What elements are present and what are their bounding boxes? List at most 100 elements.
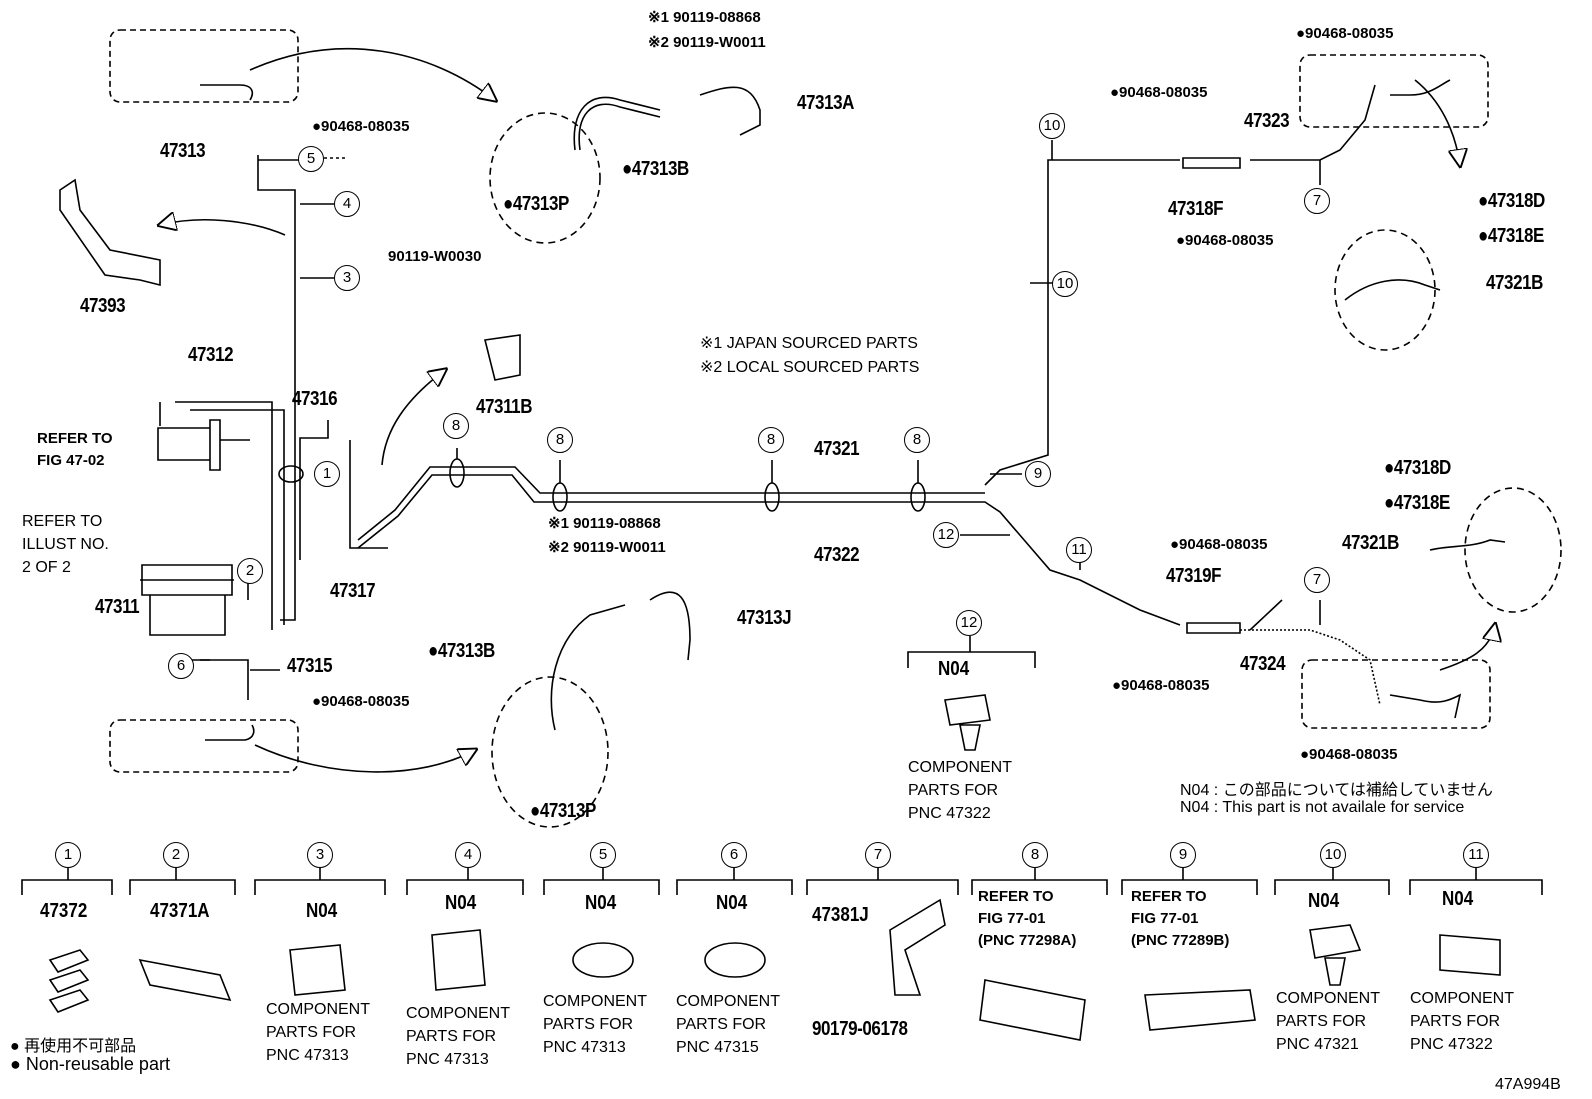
part-47313P-top: ●47313P	[503, 193, 569, 215]
detail-box-top-left	[109, 29, 299, 103]
mid-item12-line1: COMPONENT	[908, 759, 1012, 776]
brake-line-up	[984, 159, 1180, 486]
refer-illust-line1: REFER TO	[22, 513, 103, 530]
brake-line-47322	[357, 474, 1181, 626]
sketch-5	[572, 942, 634, 978]
callout-3: 3	[334, 265, 360, 291]
sketch-8	[979, 979, 1086, 1041]
detail-box-bottom-left	[109, 719, 299, 773]
bottom-10-l2: PARTS FOR	[1276, 1013, 1367, 1030]
arrow-curve-1	[249, 47, 495, 100]
callout-8-b: 8	[547, 427, 573, 453]
hose-bottom	[550, 591, 691, 731]
arrow-curve-5	[1414, 79, 1460, 165]
hose-right-top	[1344, 279, 1441, 301]
callout-7-top: 7	[1304, 188, 1330, 214]
refer-illust-line2: ILLUST NO.	[22, 536, 109, 553]
note-local-sourced: ※2 LOCAL SOURCED PARTS	[700, 359, 920, 376]
note-japan-sourced: ※1 JAPAN SOURCED PARTS	[700, 335, 918, 352]
bottom-bracket-11	[1409, 879, 1543, 895]
callout-12: 12	[933, 522, 959, 548]
sketch-2	[138, 958, 232, 1002]
callout-5: 5	[298, 146, 324, 172]
bottom-code-6: N04	[716, 892, 748, 914]
bottom-code-4: N04	[445, 892, 477, 914]
bottom-bracket-7	[806, 879, 959, 895]
hose-box-bottom-right	[1389, 693, 1462, 719]
bottom-num-10: 10	[1320, 842, 1346, 868]
sketch-6	[704, 942, 766, 978]
reservoir-47311-sketch	[140, 564, 234, 636]
bottom-5-l1: COMPONENT	[543, 993, 647, 1010]
mid-item12-line2: PARTS FOR	[908, 782, 999, 799]
part-90468-b: ●90468-08035	[312, 693, 410, 710]
bottom-6-l1: COMPONENT	[676, 993, 780, 1010]
brake-line-47323	[1250, 84, 1376, 161]
bottom-bracket-5	[543, 879, 660, 895]
figure-code: 47A994B	[1495, 1076, 1561, 1093]
bottom-9-l2: FIG 77-01	[1131, 910, 1199, 927]
part-47313B-bottom: ●47313B	[428, 640, 495, 662]
bottom-num-7: 7	[865, 842, 891, 868]
mid-bracket-12	[907, 651, 1036, 668]
refer-fig-line2: FIG 47-02	[37, 452, 105, 469]
part-47317: 47317	[330, 580, 376, 602]
brake-line-47321	[357, 466, 985, 541]
part-47323: 47323	[1244, 110, 1290, 132]
bottom-8-l1: REFER TO	[978, 888, 1054, 905]
bottom-num-1: 1	[55, 842, 81, 868]
note-mid-joint-1: ※1 90119-08868	[548, 515, 661, 532]
arrow-curve-2	[160, 220, 286, 236]
clip-47311B-sketch	[484, 334, 521, 381]
brake-line-47324	[1240, 629, 1381, 706]
bottom-num-9: 9	[1170, 842, 1196, 868]
part-47312: 47312	[188, 344, 234, 366]
callout-8-a: 8	[443, 413, 469, 439]
bottom-7-l1: 90179-06178	[812, 1018, 908, 1040]
bottom-code-1: 47372	[40, 900, 88, 922]
bottom-10-l3: PNC 47321	[1276, 1036, 1359, 1053]
part-90468-c: ●90468-08035	[1296, 25, 1394, 42]
callout-11: 11	[1066, 537, 1092, 563]
bottom-code-7: 47381J	[812, 904, 869, 926]
bottom-code-3: N04	[306, 900, 338, 922]
part-47315: 47315	[287, 655, 333, 677]
bottom-10-l1: COMPONENT	[1276, 990, 1380, 1007]
hose-right-bottom	[1429, 539, 1506, 551]
bottom-bracket-3	[254, 879, 386, 895]
part-47311B: 47311B	[476, 396, 533, 418]
part-47321B-top: 47321B	[1486, 272, 1544, 294]
union-47319F	[1186, 622, 1241, 634]
mid-item12-code: N04	[938, 658, 970, 680]
bottom-num-2: 2	[163, 842, 189, 868]
master-cylinder-lines	[159, 401, 285, 630]
brake-line-47316	[299, 420, 388, 560]
bottom-4-l3: PNC 47313	[406, 1051, 489, 1068]
clamp-1	[278, 465, 304, 483]
bottom-3-l2: PARTS FOR	[266, 1024, 357, 1041]
part-47313A: 47313A	[797, 92, 855, 114]
bottom-num-11: 11	[1463, 842, 1489, 868]
bottom-num-3: 3	[307, 842, 333, 868]
hose-box-top-right	[1390, 79, 1451, 96]
note-top-joint-2: ※2 90119-W0011	[648, 34, 766, 51]
sketch-4	[431, 929, 486, 991]
bottom-num-6: 6	[721, 842, 747, 868]
part-47318F: 47318F	[1168, 198, 1224, 220]
bracket-47393-sketch	[59, 178, 161, 287]
sketch-11	[1439, 934, 1501, 976]
bottom-code-2: 47371A	[150, 900, 210, 922]
bottom-6-l3: PNC 47315	[676, 1039, 759, 1056]
callout-7-bottom: 7	[1304, 567, 1330, 593]
bottom-bracket-8	[971, 879, 1108, 895]
clamp-8b	[552, 482, 568, 512]
sketch-7	[889, 898, 946, 996]
part-47321: 47321	[814, 438, 860, 460]
part-90468-h: ●90468-08035	[1300, 746, 1398, 763]
brake-line-47313	[257, 155, 296, 621]
arrow-curve-4	[254, 744, 475, 773]
hose-top	[573, 86, 761, 151]
sketch-3	[289, 944, 346, 996]
part-47324: 47324	[1240, 653, 1286, 675]
